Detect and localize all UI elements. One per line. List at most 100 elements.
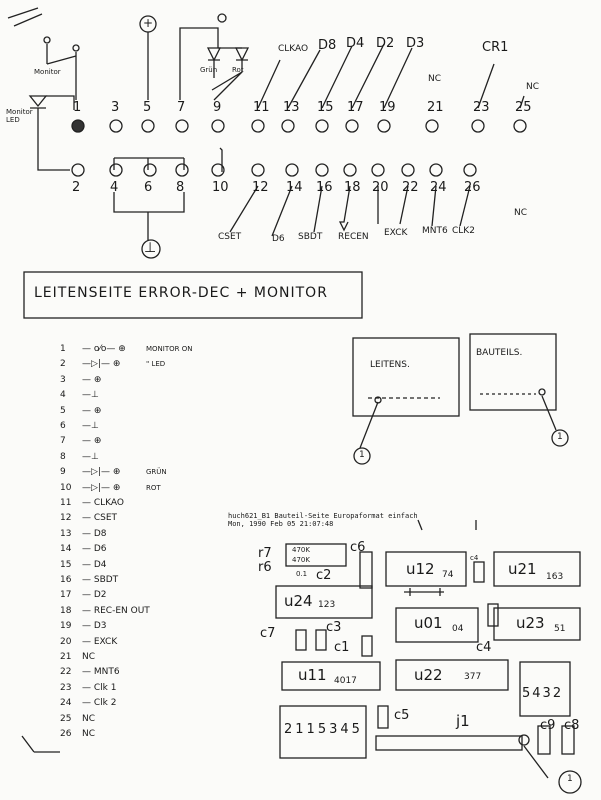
pcb-timestamp: Mon, 1990 Feb 05 21:07:48 [228, 520, 334, 528]
signal-label: D4 [346, 36, 365, 51]
pin-number: 17 [347, 100, 364, 115]
dip-switch-left: 2115345 [284, 722, 363, 737]
pin-list-number: 16 [60, 575, 72, 585]
u23-value: 51 [554, 624, 566, 634]
signal-label: CR1 [482, 40, 509, 55]
pin-number: 1 [73, 100, 82, 115]
connector-pad [513, 119, 527, 133]
label-u21: u21 [508, 560, 537, 578]
c2-value: 0.1 [296, 570, 308, 578]
pin-list-number: 5 [60, 405, 66, 416]
plus-symbol: + [143, 16, 154, 30]
pin1-marker: 1 [557, 432, 563, 442]
signal-label: D6 [272, 234, 285, 244]
pin-list-note: ROT [146, 483, 161, 492]
u01-value: 04 [452, 624, 464, 634]
pin-number: 18 [344, 180, 361, 195]
pin-list-desc: — o⁄o— ⊕ [82, 344, 126, 354]
pin-list-desc: — REC-EN OUT [82, 605, 150, 616]
pin-list-number: 9 [60, 467, 66, 478]
pin-list-desc: — SBDT [82, 575, 119, 585]
pin-list-number: 4 [60, 390, 66, 401]
pin-number: 9 [213, 100, 222, 115]
signal-label: CSET [218, 232, 242, 242]
signal-label: EXCK [384, 228, 408, 238]
pin-list-desc: — CLKAO [82, 498, 124, 508]
pin-number: 23 [473, 100, 490, 115]
pin-list-number: 20 [60, 636, 72, 647]
pin-number: 2 [72, 180, 81, 195]
connector-pad [175, 163, 189, 177]
label-c7: c7 [260, 626, 276, 641]
signal-label: NC [428, 74, 442, 84]
label-c5: c5 [394, 708, 410, 723]
pin-number: 6 [144, 180, 153, 195]
pin-list-desc: —⊥ [82, 421, 99, 431]
signal-label: RECEN [338, 232, 369, 242]
rot-label: Rot [232, 66, 244, 74]
connector-pad [211, 119, 225, 133]
pin-list-number: 17 [60, 590, 72, 601]
pin-number: 8 [176, 180, 185, 195]
pin-list-desc: — Clk 2 [82, 698, 117, 709]
label-r6: r6 [258, 560, 272, 575]
connector-pad [285, 163, 299, 177]
ground-symbol: ⊥ [144, 240, 157, 256]
pin-list-desc: — MNT6 [82, 667, 120, 678]
pin-list-number: 2 [60, 359, 66, 370]
signal-label: NC [514, 208, 528, 218]
pin-list-desc: — D4 [82, 559, 107, 570]
connector-pad [429, 163, 443, 177]
gruen-label: Grün [200, 66, 218, 74]
connector-pad [463, 163, 477, 177]
label-c8: c8 [564, 718, 580, 733]
pin-list-number: 19 [60, 621, 72, 632]
connector-pad [211, 163, 225, 177]
pin-list-desc: — D2 [82, 590, 107, 601]
label-c1: c1 [334, 640, 350, 655]
signal-label: CLK2 [452, 226, 475, 236]
connector-pad [343, 163, 357, 177]
pin-list-number: 3 [60, 374, 66, 385]
pin-list-desc: —▷|— ⊕ [82, 359, 121, 370]
pin-number: 12 [252, 180, 269, 195]
monitor-led-label: Monitor LED [6, 108, 33, 124]
pin-number: 3 [111, 100, 120, 115]
pin-number: 7 [177, 100, 186, 115]
pin-number: 19 [379, 100, 396, 115]
label-u23: u23 [516, 614, 545, 632]
connector-pad [71, 163, 85, 177]
label-j1: j1 [456, 712, 470, 730]
dip-switch-right: 5432 [522, 686, 564, 701]
bauteilseite-view-label: BAUTEILS. [476, 348, 523, 358]
u22-value: 377 [464, 672, 482, 682]
pin-list-desc: — D3 [82, 621, 107, 632]
pin-number: 20 [372, 180, 389, 195]
pin-list-desc: — CSET [82, 513, 118, 524]
pin-list-number: 18 [60, 605, 72, 616]
connector-pad [109, 119, 123, 133]
pcb-header: huch621_B1 Bauteil-Seite Europaformat ei… [228, 512, 418, 520]
pin-number: 11 [253, 100, 270, 115]
pin-list-desc: —▷|— ⊕ [82, 482, 121, 493]
pin-number: 24 [430, 180, 447, 195]
pin-list-number: 11 [60, 498, 72, 508]
pin-list-desc: —▷|— ⊕ [82, 467, 121, 478]
pin-list-number: 23 [60, 682, 72, 693]
pin1-marker: 1 [359, 450, 365, 460]
pin-list-number: 6 [60, 421, 66, 431]
label-u22: u22 [414, 666, 443, 684]
pin-list-desc: — EXCK [82, 636, 118, 647]
pin-list-number: 10 [60, 482, 72, 493]
label-c6: c6 [350, 540, 366, 555]
signal-label: D2 [376, 36, 395, 51]
pin-list-number: 25 [60, 713, 72, 724]
label-u11: u11 [298, 666, 327, 684]
pin-number: 14 [286, 180, 303, 195]
pin-list-desc: — D8 [82, 528, 107, 539]
connector-pad [143, 163, 157, 177]
pin1-marker-pcb: 1 [567, 774, 573, 784]
label-u01: u01 [414, 614, 443, 632]
pin-list-note: GRÜN [146, 468, 167, 477]
